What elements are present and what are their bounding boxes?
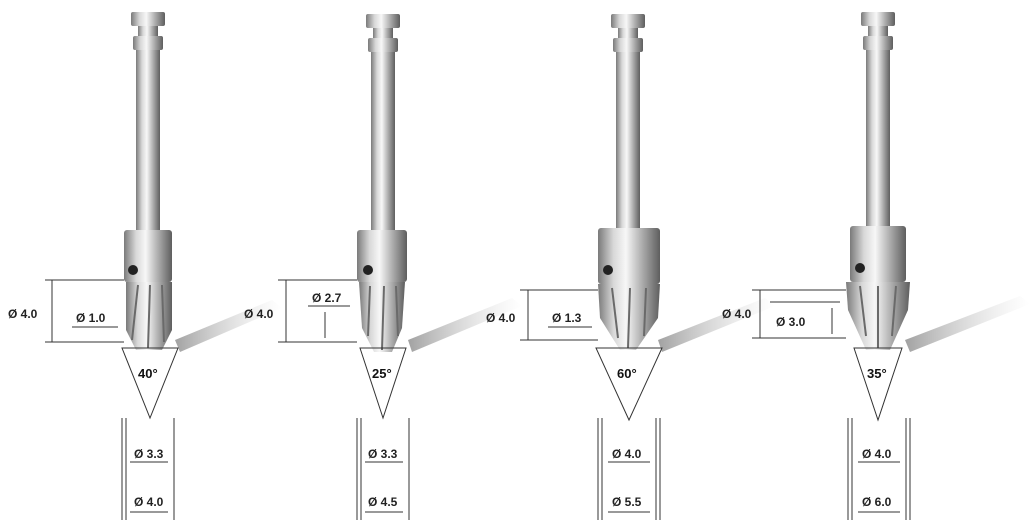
tool-3-shank — [616, 52, 640, 230]
tool-3-lower-dimension — [597, 418, 661, 520]
tool-2-inner-diameter-label: Ø 2.7 — [312, 291, 342, 305]
tool-2-lower-dimension — [356, 418, 410, 520]
tool-4-lower-dimension — [847, 418, 911, 520]
tool-4-outer-diameter-label: Ø 4.0 — [722, 307, 752, 321]
tool-3: Ø 4.0 Ø 1.3 60° Ø 4.0 Ø 5.5 — [486, 14, 775, 520]
tool-1-outer-diameter-label: Ø 4.0 — [8, 307, 38, 321]
tool-3-angle-triangle — [595, 347, 663, 422]
tool-4-lower-diameter-1-label: Ø 4.0 — [862, 447, 892, 461]
tool-1-set-screw — [128, 265, 138, 275]
tool-3-lower-diameter-1-label: Ø 4.0 — [612, 447, 642, 461]
tool-2-lower-diameter-2-label: Ø 4.5 — [368, 495, 398, 509]
tool-2-set-screw — [363, 265, 373, 275]
tool-3-collar — [598, 228, 660, 284]
tool-4-shadow — [905, 296, 1030, 352]
tool-1-upper-dimension — [45, 279, 124, 343]
tool-1-angle-triangle — [121, 347, 179, 420]
tool-1-shank — [136, 50, 160, 230]
tool-3-outer-diameter-label: Ø 4.0 — [486, 311, 516, 325]
tool-2-angle-triangle — [359, 347, 407, 420]
tool-1-inner-diameter-label: Ø 1.0 — [76, 311, 106, 325]
tool-1: Ø 4.0 Ø 1.0 40° Ø 3.3 Ø 4.0 — [8, 12, 282, 520]
tool-2-outer-diameter-label: Ø 4.0 — [244, 307, 274, 321]
tool-1-lower-diameter-2-label: Ø 4.0 — [134, 495, 164, 509]
tool-2-cutter — [359, 282, 405, 352]
tool-2-angle-label: 25° — [372, 366, 392, 381]
tool-3-shadow — [658, 298, 775, 352]
tool-3-set-screw — [603, 265, 613, 275]
tool-3-upper-dimension — [520, 289, 598, 341]
tool-3-angle-label: 60° — [617, 366, 637, 381]
tool-3-inner-diameter-label: Ø 1.3 — [552, 311, 582, 325]
tool-2-lower-diameter-1-label: Ø 3.3 — [368, 447, 398, 461]
tool-4-inner-diameter-label: Ø 3.0 — [776, 315, 806, 329]
tool-2-shank — [371, 52, 395, 230]
tool-2: Ø 4.0 Ø 2.7 25° Ø 3.3 Ø 4.5 — [244, 14, 522, 520]
tool-4: Ø 4.0 Ø 3.0 35° Ø 4.0 Ø 6.0 — [722, 12, 1030, 520]
tool-2-upper-dimension — [278, 279, 357, 343]
tool-1-lower-dimension — [121, 418, 175, 520]
tool-4-collar — [850, 226, 906, 282]
tool-2-shadow — [408, 298, 522, 352]
tool-4-angle-triangle — [853, 347, 903, 422]
tool-1-latch-head — [131, 12, 165, 26]
tool-1-lower-diameter-1-label: Ø 3.3 — [134, 447, 164, 461]
tool-4-upper-dimension — [752, 289, 846, 339]
tool-3-lower-diameter-2-label: Ø 5.5 — [612, 495, 642, 509]
tool-1-shadow — [175, 300, 282, 352]
tool-4-lower-diameter-2-label: Ø 6.0 — [862, 495, 892, 509]
tool-2-collar — [357, 230, 407, 282]
tool-4-shank — [866, 50, 890, 228]
tool-4-set-screw — [855, 263, 865, 273]
tool-4-angle-label: 35° — [867, 366, 887, 381]
tool-1-angle-label: 40° — [138, 366, 158, 381]
